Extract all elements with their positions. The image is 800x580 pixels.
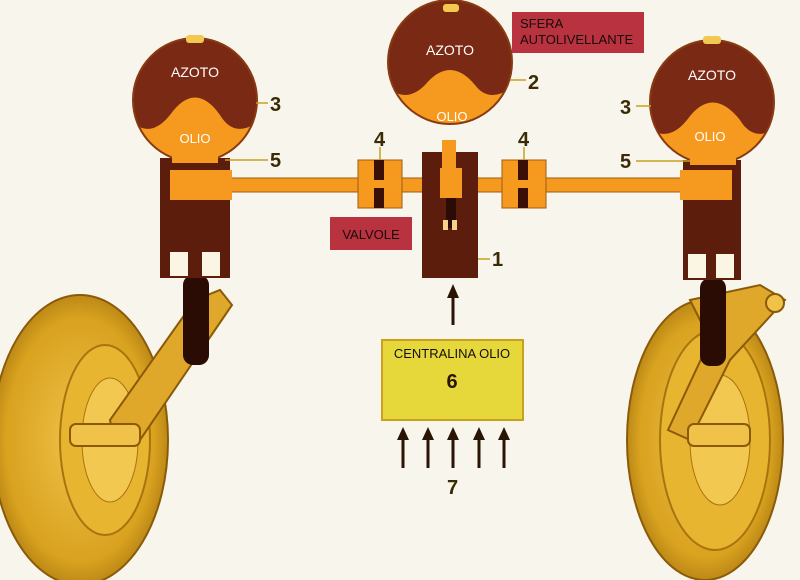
right-sphere — [649, 36, 775, 165]
center-nitrogen-label: AZOTO — [426, 42, 474, 58]
right-suspension-arm — [666, 278, 787, 447]
leader-lines — [225, 79, 690, 260]
number-2: 2 — [528, 72, 539, 94]
valves-box — [330, 217, 412, 250]
number-4-left: 4 — [374, 129, 386, 151]
right-cylinder — [680, 160, 741, 280]
input-arrows — [397, 427, 510, 468]
right-oil-label: OLIO — [694, 129, 725, 144]
leveling-valve-block — [422, 140, 478, 278]
control-unit-label: CENTRALINA OLIO — [394, 346, 510, 361]
center-oil-label: OLIO — [436, 109, 467, 124]
arrow-to-valve-block — [447, 284, 459, 325]
self-leveling-label-line1: SFERA — [520, 16, 564, 31]
valves-label: VALVOLE — [342, 227, 400, 242]
left-oil-label: OLIO — [179, 131, 210, 146]
left-valve — [357, 159, 403, 209]
right-valve — [501, 159, 547, 209]
center-sphere — [387, 0, 513, 125]
input-arrow — [397, 427, 409, 468]
number-3-right: 3 — [620, 97, 631, 119]
right-nitrogen-label: AZOTO — [688, 67, 736, 83]
input-arrow — [473, 427, 485, 468]
control-unit-number: 6 — [446, 371, 457, 393]
left-nitrogen-label: AZOTO — [171, 64, 219, 80]
self-leveling-label-line2: AUTOLIVELLANTE — [520, 32, 634, 47]
number-7: 7 — [447, 477, 458, 499]
number-4-right: 4 — [518, 129, 530, 151]
number-5-left: 5 — [270, 150, 281, 172]
input-arrow — [498, 427, 510, 468]
number-3-left: 3 — [270, 94, 281, 116]
left-cylinder — [160, 158, 232, 278]
input-arrow — [422, 427, 434, 468]
self-leveling-sphere-box — [512, 12, 644, 53]
left-sphere — [132, 35, 258, 163]
number-1: 1 — [492, 249, 503, 271]
left-suspension-arm — [69, 275, 234, 447]
oil-control-unit — [381, 339, 524, 421]
input-arrow — [447, 427, 459, 468]
number-5-right: 5 — [620, 151, 631, 173]
